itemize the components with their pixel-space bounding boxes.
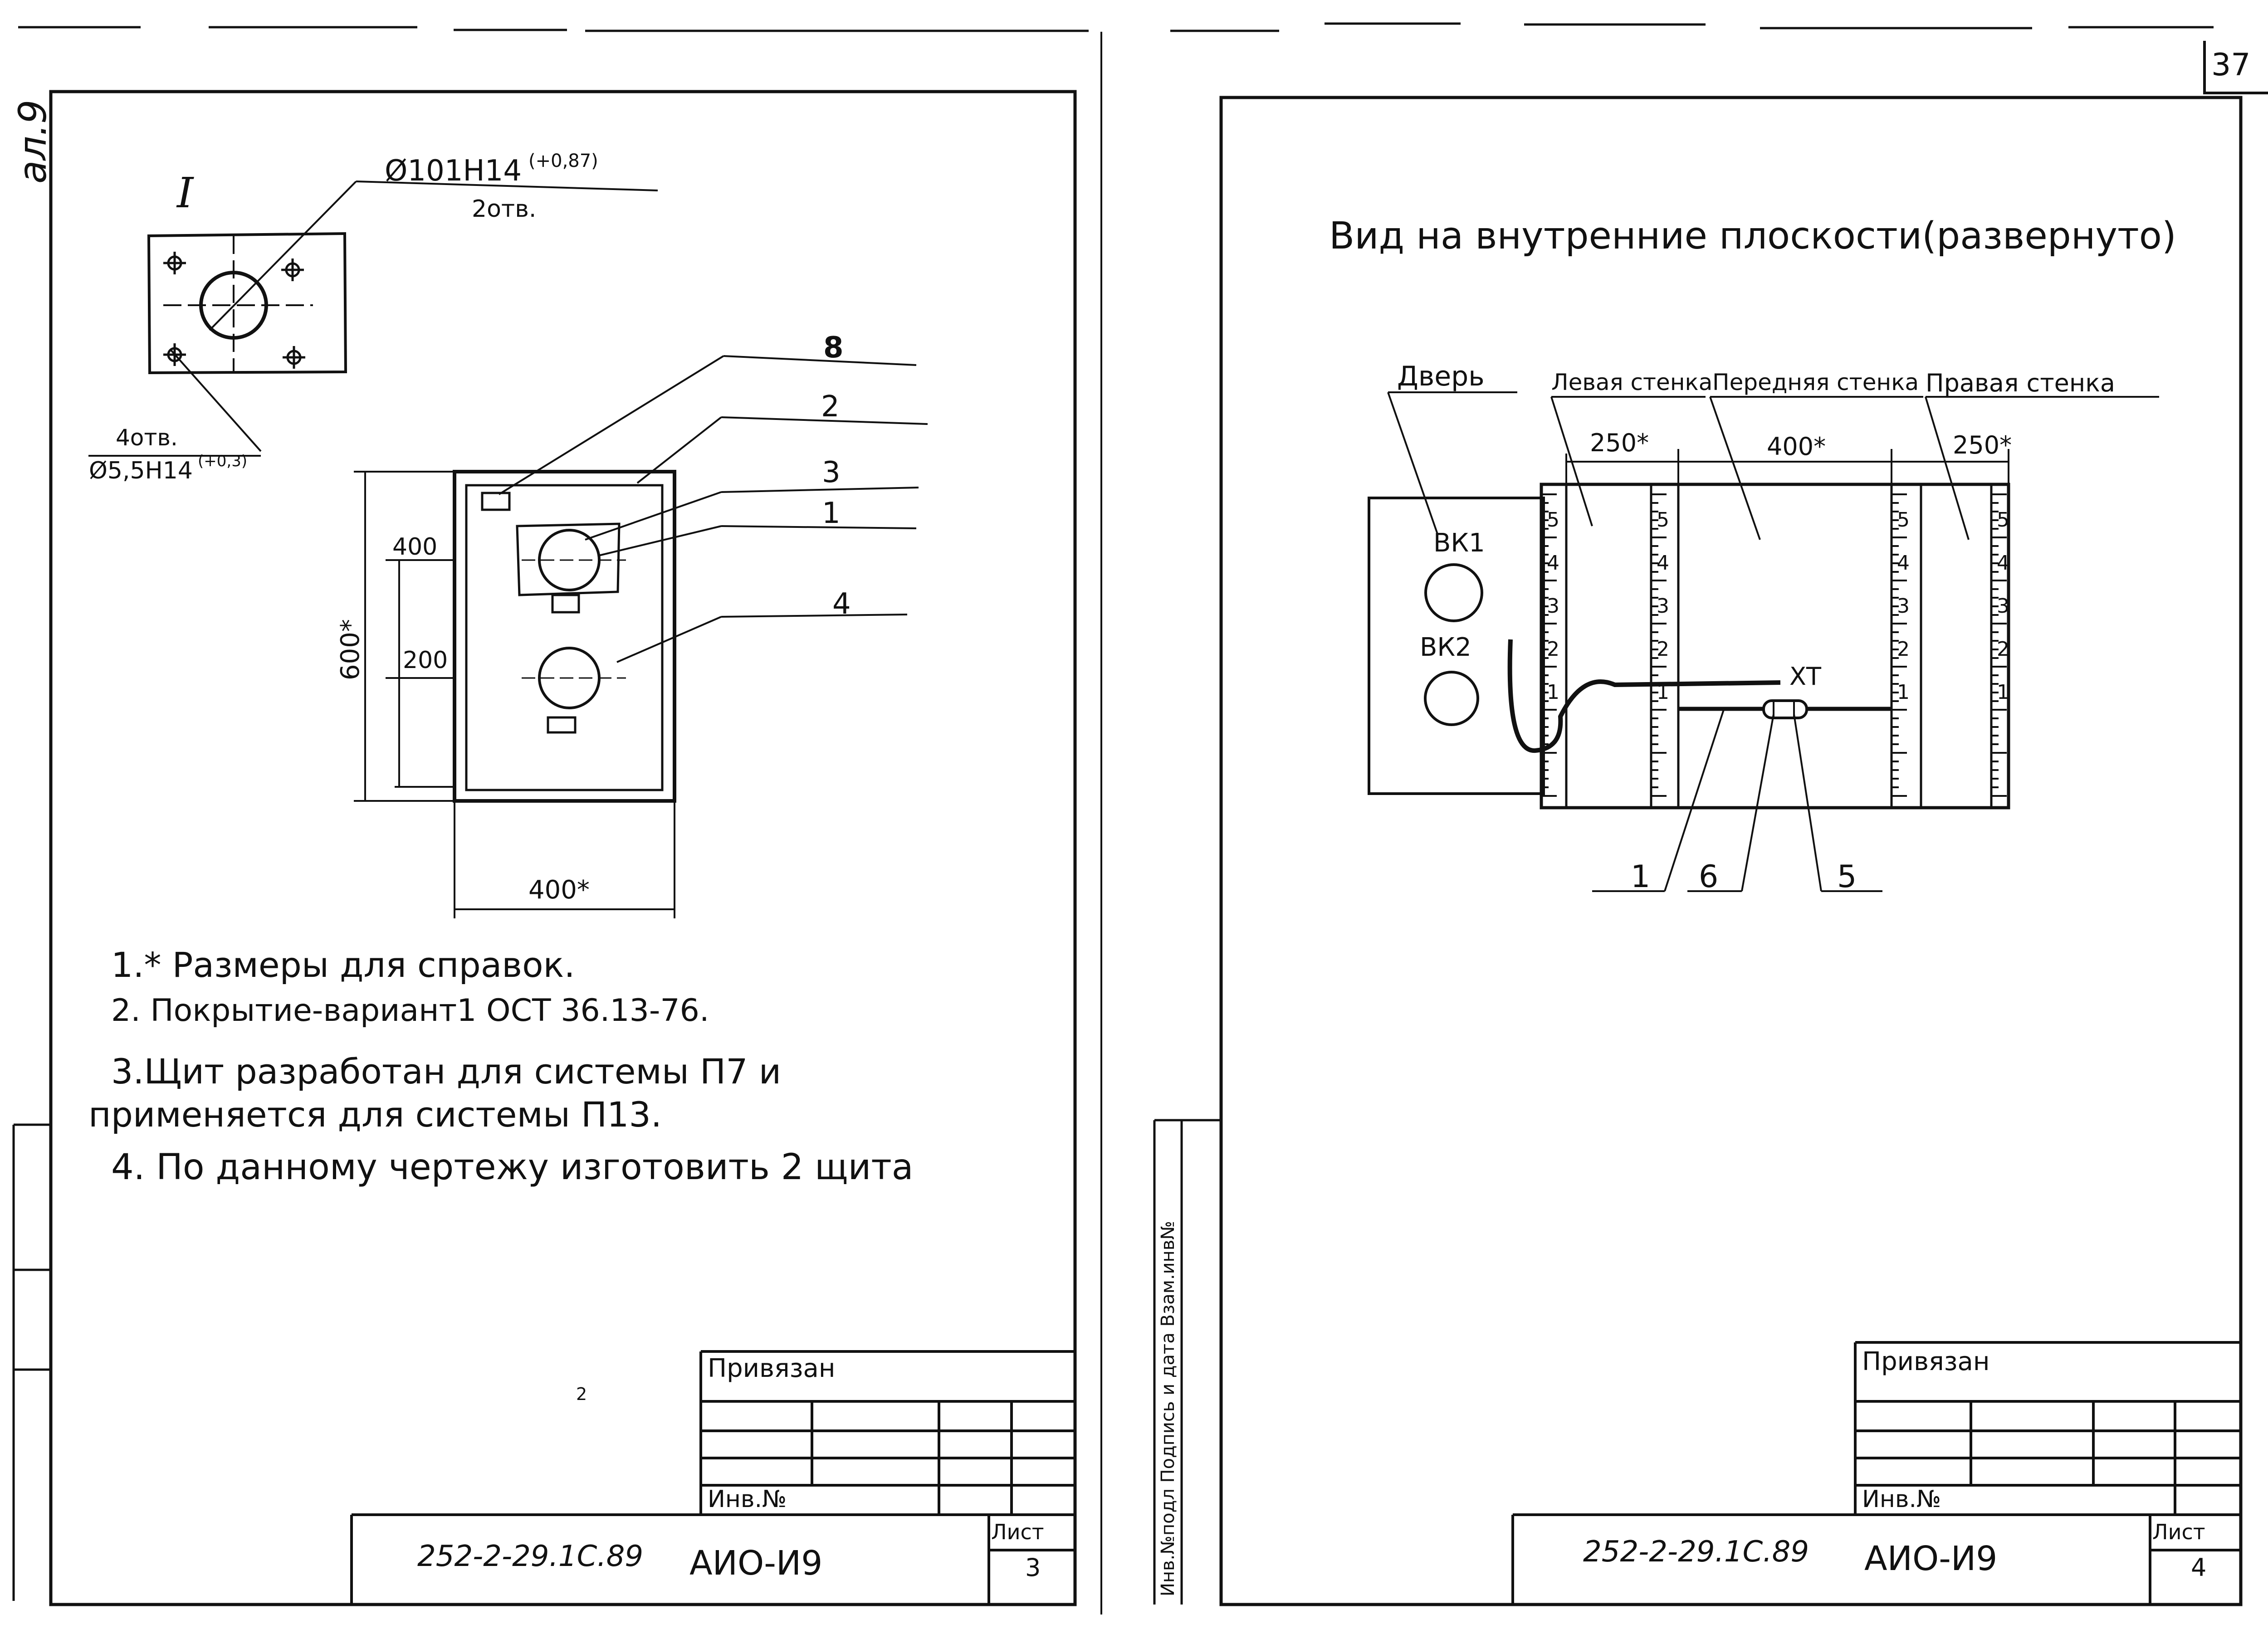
vk1-label: ВК1 bbox=[1433, 528, 1485, 558]
hole-big-tolerance: (+0,87) bbox=[528, 151, 598, 171]
callout-8: 8 bbox=[823, 331, 844, 365]
left-doc-name: АИО-И9 bbox=[689, 1544, 823, 1583]
panel-leaders bbox=[498, 355, 928, 663]
left-sheet-label: Лист bbox=[991, 1520, 1044, 1544]
wall-right-label: Правая стенка bbox=[1926, 369, 2115, 397]
ruler-mark-label: 1 bbox=[1897, 681, 1910, 704]
callout-2: 2 bbox=[821, 390, 840, 424]
left-doc-code: 252-2-29.1С.89 bbox=[417, 1540, 644, 1573]
detail-mark: I bbox=[177, 169, 194, 217]
note-4: 4. По данному чертежу изготовить 2 щита bbox=[111, 1147, 914, 1188]
right-stamp-inv: Инв.№ bbox=[1862, 1486, 1941, 1513]
ruler-mark-label: 1 bbox=[1997, 681, 2009, 704]
detail-plate bbox=[147, 232, 347, 375]
left-stamp-bound: Привязан bbox=[708, 1354, 836, 1383]
right-sheet-no: 4 bbox=[2191, 1553, 2207, 1582]
top-edge-lines bbox=[18, 22, 2214, 32]
side-stamp-text: Инв.№подл Подпись и дата Взам.инв№ bbox=[1158, 1220, 1178, 1596]
dim-400-bottom: 400* bbox=[528, 875, 590, 905]
right-stamp-bound: Привязан bbox=[1862, 1347, 1990, 1376]
ruler-mark-label: 4 bbox=[1997, 551, 2009, 575]
right-sheet-frame bbox=[1219, 96, 2243, 1606]
hole-small-label: Ø5,5Н14 bbox=[89, 457, 193, 484]
callout-6: 6 bbox=[1699, 859, 1719, 895]
page-number: 37 bbox=[2211, 47, 2251, 83]
ruler-mark-label: 3 bbox=[1547, 595, 1559, 618]
ruler-mark-label: 5 bbox=[1997, 508, 2009, 532]
ruler-mark-label: 2 bbox=[1547, 638, 1559, 661]
left-sheet-frame bbox=[49, 90, 1077, 1606]
stray-mark: 2 bbox=[576, 1384, 587, 1404]
detail-small-holes bbox=[163, 252, 305, 369]
detail-leaders bbox=[88, 180, 658, 457]
callout-1: 1 bbox=[822, 497, 841, 530]
ruler-mark-label: 1 bbox=[1657, 681, 1669, 704]
dim-250-right: 250* bbox=[1953, 431, 2012, 459]
dim-200: 200 bbox=[403, 647, 448, 674]
right-doc-code: 252-2-29.1С.89 bbox=[1583, 1535, 1809, 1569]
hole-small-tolerance: (+0,3) bbox=[198, 452, 248, 470]
ruler-mark-label: 5 bbox=[1657, 508, 1669, 532]
left-stamp-inv: Инв.№ bbox=[708, 1486, 787, 1513]
ruler-mark-label: 4 bbox=[1657, 551, 1669, 575]
ruler-mark-label: 2 bbox=[1897, 638, 1910, 661]
dim-400: 400* bbox=[1767, 432, 1826, 461]
unfolded-dimensions bbox=[1387, 391, 2159, 892]
note-1: 1.* Размеры для справок. bbox=[111, 945, 575, 985]
ruler-mark-label: 2 bbox=[1997, 638, 2009, 661]
dim-600: 600* bbox=[336, 619, 365, 680]
right-title-block bbox=[1511, 1341, 2241, 1605]
ruler-mark-label: 5 bbox=[1897, 508, 1910, 532]
hole-big-count: 2отв. bbox=[472, 195, 537, 223]
left-margin-stamp bbox=[12, 1123, 51, 1601]
ruler-mark-label: 4 bbox=[1897, 551, 1910, 575]
ruler-mark-label: 1 bbox=[1547, 681, 1559, 704]
callout-3: 3 bbox=[822, 456, 841, 489]
left-title-block bbox=[350, 1350, 1075, 1605]
hole-big-label: Ø101Н14 bbox=[385, 154, 522, 188]
right-sheet-label: Лист bbox=[2152, 1520, 2205, 1544]
left-sheet-no: 3 bbox=[1025, 1553, 1041, 1582]
ruler-mark-label: 3 bbox=[1997, 595, 2009, 618]
xt-label: ХТ bbox=[1789, 662, 1821, 691]
note-3-cont: применяется для системы П13. bbox=[88, 1094, 662, 1135]
view-title: Вид на внутренние плоскости(развернуто) bbox=[1329, 215, 2176, 258]
ruler-mark-label: 2 bbox=[1657, 638, 1669, 661]
ruler-mark-label: 5 bbox=[1547, 508, 1559, 532]
callout-5: 5 bbox=[1837, 859, 1857, 895]
note-2: 2. Покрытие-вариант1 ОСТ 36.13-76. bbox=[111, 993, 709, 1029]
callout-1-right: 1 bbox=[1631, 859, 1651, 895]
panel-drawing bbox=[453, 470, 676, 803]
ruler-mark-label: 4 bbox=[1547, 551, 1559, 575]
right-side-stamp bbox=[1153, 1119, 1221, 1605]
note-3: 3.Щит разработан для системы П7 и bbox=[111, 1051, 782, 1092]
panel-dimensions bbox=[354, 471, 675, 918]
side-label: ал.9 bbox=[10, 99, 55, 184]
ruler-mark-label: 3 bbox=[1897, 595, 1910, 618]
wall-front-label: Передняя стенка bbox=[1712, 369, 1919, 395]
right-doc-name: АИО-И9 bbox=[1864, 1539, 1998, 1578]
door-label: Дверь bbox=[1397, 361, 1485, 392]
wall-left-label: Левая стенка bbox=[1551, 369, 1713, 395]
callout-4: 4 bbox=[832, 587, 851, 621]
ruler-mark-label: 3 bbox=[1657, 595, 1669, 618]
dim-400-top: 400 bbox=[392, 533, 438, 561]
hole-small-count: 4отв. bbox=[116, 424, 178, 451]
dim-250-left: 250* bbox=[1590, 429, 1649, 457]
page-number-box bbox=[2203, 41, 2268, 94]
ruler-ticks bbox=[1541, 493, 2007, 797]
vk2-label: ВК2 bbox=[1420, 633, 1471, 662]
